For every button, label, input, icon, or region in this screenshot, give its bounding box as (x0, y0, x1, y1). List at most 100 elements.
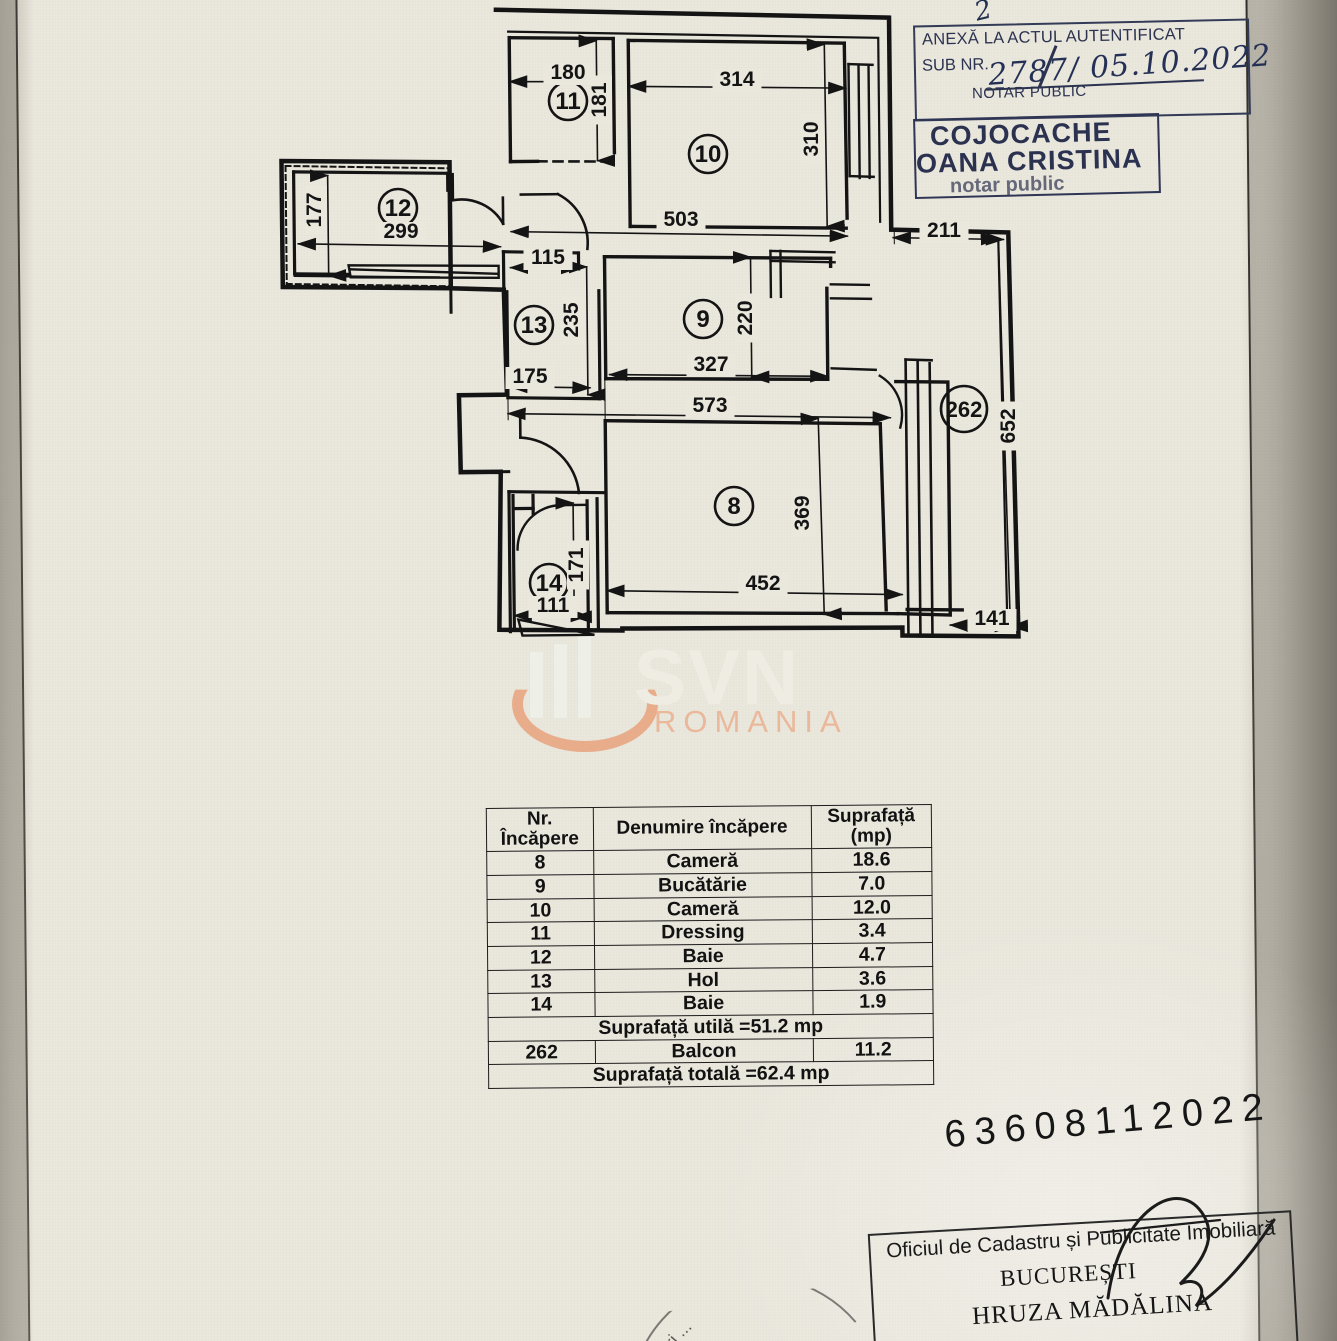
cell-room-number: 10 (487, 898, 594, 923)
header-nr-l1: Nr. (526, 808, 553, 830)
dimension-halo (656, 210, 706, 232)
room-13-door-living (518, 417, 581, 495)
cell-room-area: 18.6 (811, 847, 932, 873)
dimension-halo (523, 248, 573, 270)
dimension-halo (686, 355, 736, 377)
room-marker-circle (513, 304, 555, 346)
cell-room-name: Hol (594, 967, 813, 993)
dimension-value: 177 (303, 192, 326, 227)
room-marker-circle (713, 485, 755, 527)
dimension-value: 314 (719, 68, 754, 91)
dimension-value: 181 (588, 82, 611, 117)
cell-balcony-number: 262 (488, 1040, 596, 1065)
exterior-wall-inner (292, 30, 1009, 626)
header-nr: Nr. Încăpere (486, 807, 594, 852)
dimension-label: 211 (919, 219, 969, 243)
dimension-halo (793, 488, 815, 538)
cell-room-number: 11 (487, 921, 595, 947)
cell-grand-total: Suprafață totală =62.4 mp (488, 1060, 934, 1089)
cell-room-name: Cameră (593, 896, 812, 922)
cell-room-number: 12 (487, 945, 595, 970)
room-marker-circle (687, 133, 729, 175)
dimension-label: 177 (303, 185, 327, 235)
dimension-value: 310 (800, 121, 823, 156)
dimension-label: 141 (967, 607, 1017, 631)
cell-room-area: 4.7 (812, 942, 933, 968)
dimension-label: 299 (376, 220, 426, 244)
dimension-label: 235 (560, 295, 584, 345)
dimension-label: 573 (685, 394, 735, 418)
dimension-value: 652 (997, 408, 1020, 443)
dimension-label: 171 (565, 540, 589, 590)
dimension-halo (305, 185, 327, 235)
cell-room-name: Bucătărie (593, 872, 812, 899)
cell-room-area: 1.9 (812, 989, 934, 1015)
dimension-label: 327 (686, 353, 736, 377)
dimension-value: 211 (927, 219, 961, 242)
cell-room-area: 3.6 (812, 966, 933, 991)
room-marker-label: 11 (555, 88, 580, 115)
dimension-label: 111 (528, 594, 578, 618)
dimension-label: 115 (523, 246, 573, 270)
dimension-halo (919, 221, 969, 243)
room-12-bay-outline (284, 164, 452, 288)
window-room-10 (847, 62, 875, 180)
room-12-door (451, 172, 505, 226)
balcony-door-swing (878, 374, 904, 430)
dimension-value: 452 (745, 572, 780, 595)
round-stamp-text: ...re lucrări ... (621, 1315, 707, 1341)
dimension-halo (376, 222, 426, 244)
room-marker-label: 14 (536, 570, 563, 597)
header-nr-l2: Încăpere (500, 828, 579, 850)
dimension-value: 369 (791, 495, 814, 530)
dimension-label: 220 (734, 293, 758, 343)
header-area: Suprafață (mp) (810, 804, 932, 849)
window-room-9 (769, 249, 836, 299)
dimension-label: 369 (791, 488, 815, 538)
dimension-halo (738, 574, 788, 596)
cell-room-name: Baie (594, 943, 813, 970)
dimension-halo (590, 75, 612, 125)
room-marker-label: 12 (385, 195, 412, 222)
dimension-value: 327 (693, 353, 728, 376)
cell-balcony-name: Balcon (594, 1038, 814, 1064)
table-header-row: Nr. Încăpere Denumire încăpere Suprafață… (486, 804, 932, 852)
room-9-right-opening (829, 283, 877, 372)
cell-room-number: 9 (486, 874, 594, 900)
table-total-row: Suprafață totală =62.4 mp (488, 1060, 934, 1089)
cell-balcony-area: 11.2 (812, 1037, 934, 1062)
balcony-walls (894, 379, 964, 617)
dimension-label: 452 (738, 572, 788, 596)
cell-room-area: 7.0 (811, 871, 933, 897)
left-shadow (0, 0, 34, 1341)
dimension-label: 503 (656, 208, 706, 232)
room-marker-label: 8 (727, 493, 740, 520)
room-12-fixture (347, 264, 500, 279)
dimension-halo (967, 609, 1017, 631)
cell-room-name: Cameră (593, 848, 812, 875)
dimension-halo (528, 596, 578, 618)
room-schedule-table: Nr. Încăpere Denumire încăpere Suprafață… (486, 804, 934, 1089)
table-head: Nr. Încăpere Denumire încăpere Suprafață… (486, 804, 932, 852)
dimension-halo (685, 396, 735, 418)
svg-text:...re lucrări ...: ...re lucrări ... (621, 1315, 707, 1341)
dimension-value: 573 (692, 394, 727, 417)
cell-room-area: 3.4 (811, 918, 933, 944)
dimension-value: 141 (974, 607, 1009, 630)
dimension-halo (999, 401, 1021, 451)
dimension-value: 111 (537, 594, 570, 617)
dimension-label: 175 (505, 365, 555, 389)
handwritten-signature (1100, 1197, 1276, 1308)
room-marker-label: 262 (946, 397, 983, 422)
room-11-opening (536, 160, 616, 163)
dimension-value: 220 (734, 300, 757, 335)
dimension-label: 180 (543, 61, 593, 85)
header-name: Denumire încăpere (592, 805, 812, 851)
cell-room-area: 12.0 (811, 895, 933, 920)
notary-stamp-line2: SUB NR. (921, 55, 990, 75)
dimension-label: 314 (712, 68, 762, 92)
dimension-value: 115 (531, 246, 565, 269)
